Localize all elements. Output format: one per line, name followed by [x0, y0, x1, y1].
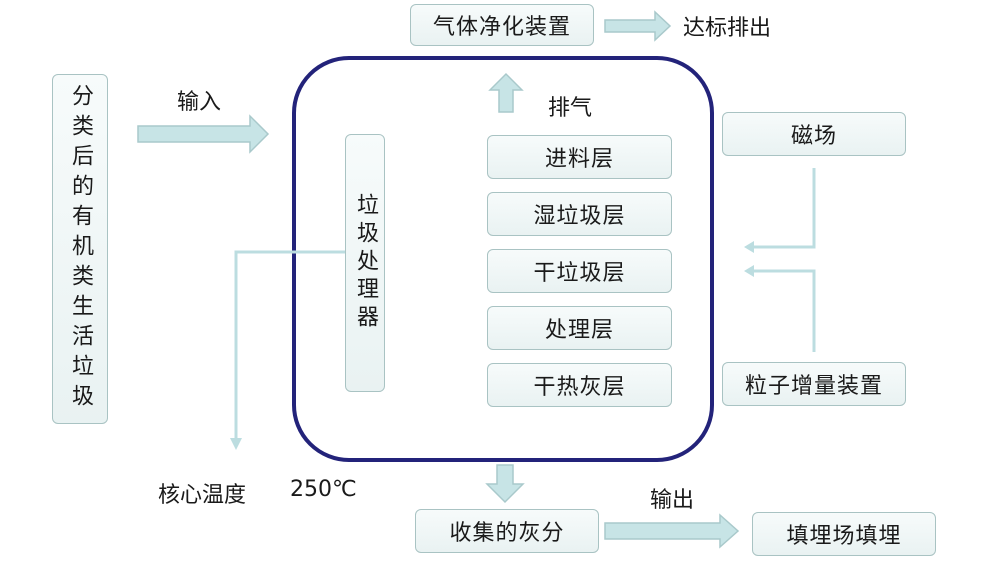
discharge-label: 达标排出	[683, 16, 772, 41]
particle-device-label: 粒子增量装置	[744, 374, 883, 399]
layer-hot-ash-label: 干热灰层	[533, 375, 626, 400]
core-temp-arrowhead	[230, 438, 242, 450]
output-arrow	[604, 513, 740, 549]
gas-purifier-label: 气体净化装置	[432, 15, 571, 40]
particle-connector	[752, 269, 816, 352]
output-label: 输出	[650, 488, 695, 513]
core-temp-value: 250℃	[290, 477, 357, 502]
layer-processing: 处理层	[487, 306, 672, 350]
input-label: 输入	[177, 90, 222, 115]
processor-label: 垃圾处理器	[353, 193, 378, 333]
input-waste-label: 分类后的有机类生活垃圾	[68, 84, 93, 414]
processor-box: 垃圾处理器	[345, 134, 385, 392]
particle-arrowhead	[744, 265, 754, 277]
layer-dry-waste: 干垃圾层	[487, 249, 672, 293]
core-temp-line	[234, 250, 346, 440]
core-temp-label: 核心温度	[158, 483, 247, 508]
magnetic-arrowhead	[744, 241, 754, 253]
layer-feed: 进料层	[487, 135, 672, 179]
layer-feed-label: 进料层	[544, 147, 614, 172]
magnetic-field-label: 磁场	[790, 124, 837, 149]
layer-dry-waste-label: 干垃圾层	[533, 261, 626, 286]
input-waste-box: 分类后的有机类生活垃圾	[52, 74, 108, 424]
input-arrow	[137, 114, 270, 154]
layer-wet-waste-label: 湿垃圾层	[533, 204, 626, 229]
exhaust-arrow	[488, 72, 524, 113]
layer-processing-label: 处理层	[544, 318, 614, 343]
discharge-arrow	[604, 10, 672, 42]
particle-device-box: 粒子增量装置	[722, 362, 906, 406]
reactor-frame	[292, 56, 714, 462]
ash-down-arrow	[485, 464, 525, 504]
landfill-label: 填埋场填埋	[786, 524, 902, 549]
layer-hot-ash: 干热灰层	[487, 363, 672, 407]
ash-collection-label: 收集的灰分	[449, 521, 565, 546]
ash-collection-box: 收集的灰分	[415, 509, 599, 553]
exhaust-label: 排气	[548, 96, 593, 121]
magnetic-connector	[752, 168, 816, 249]
gas-purifier-box: 气体净化装置	[410, 4, 594, 46]
magnetic-field-box: 磁场	[722, 112, 906, 156]
landfill-box: 填埋场填埋	[752, 512, 936, 556]
layer-wet-waste: 湿垃圾层	[487, 192, 672, 236]
